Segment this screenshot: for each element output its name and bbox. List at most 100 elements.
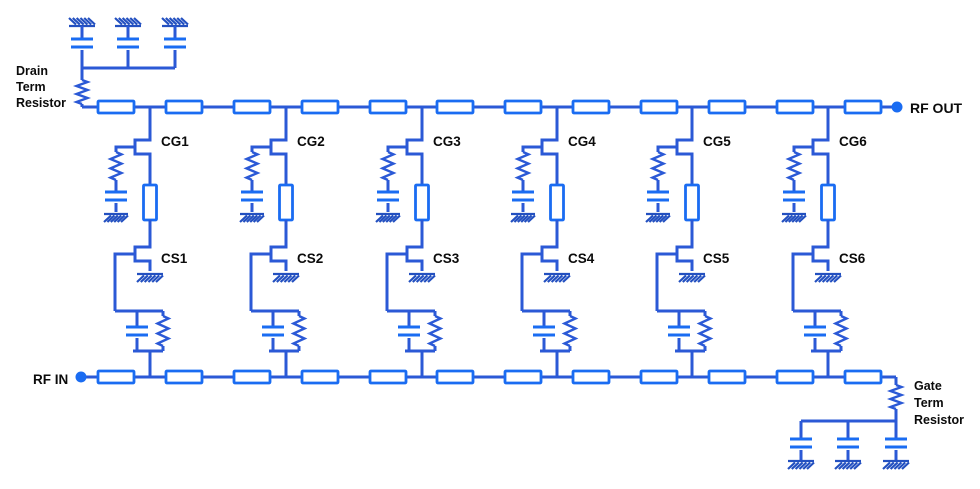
cg-bypass-capacitor bbox=[647, 190, 669, 202]
cs-transistor bbox=[269, 220, 288, 271]
cg-transistor bbox=[675, 107, 694, 185]
cg-gate-wire bbox=[521, 145, 542, 152]
drain-line-inductor bbox=[164, 99, 204, 115]
cg-transistor-label: CG1 bbox=[161, 134, 189, 149]
cs-transistor bbox=[540, 220, 559, 271]
cg-transistor-label: CG6 bbox=[839, 134, 867, 149]
gate-line-inductor bbox=[843, 369, 883, 385]
coupling-capacitor bbox=[668, 325, 690, 337]
decoupling-capacitor bbox=[790, 437, 812, 449]
coupling-capacitor bbox=[126, 325, 148, 337]
cg-transistor-label: CG4 bbox=[568, 134, 596, 149]
gate-line-inductor bbox=[164, 369, 204, 385]
ground-symbol bbox=[239, 212, 265, 223]
gate-shunt-resistor bbox=[154, 314, 172, 348]
gate-line-inductor bbox=[503, 369, 543, 385]
cs-transistor-label: CS4 bbox=[568, 251, 595, 266]
drain-termination bbox=[68, 17, 189, 107]
decoupling-capacitor bbox=[164, 37, 186, 49]
cs-gate-wire bbox=[249, 252, 271, 311]
schematic-labels: RF IN RF OUT Drain Term Resistor Gate Te… bbox=[16, 64, 964, 427]
ground-symbol bbox=[136, 272, 164, 283]
cs-gate-wire bbox=[520, 252, 542, 311]
drain-line-inductor bbox=[232, 99, 272, 115]
gate-line-inductor bbox=[707, 369, 747, 385]
ground-symbol bbox=[781, 212, 807, 223]
gate-shunt-resistor bbox=[832, 314, 850, 348]
cs-gate-wire bbox=[385, 252, 407, 311]
interstage-element bbox=[549, 183, 565, 222]
cg-bypass-capacitor bbox=[241, 190, 263, 202]
cg-bias-resistor bbox=[107, 150, 125, 182]
cg-gate-wire bbox=[250, 145, 271, 152]
drain-term-resistor-label: Drain Term Resistor bbox=[16, 64, 66, 110]
cg-gate-wire bbox=[386, 145, 407, 152]
ground-symbol bbox=[678, 272, 706, 283]
drain-line-inductor bbox=[571, 99, 611, 115]
ground-symbol bbox=[814, 272, 842, 283]
gate-line-inductor bbox=[571, 369, 611, 385]
interstage-element bbox=[278, 183, 294, 222]
drain-line-inductor bbox=[775, 99, 815, 115]
cs-transistor-label: CS5 bbox=[703, 251, 730, 266]
gate-line-inductor bbox=[96, 369, 136, 385]
drain-line-inductor bbox=[368, 99, 408, 115]
label-line: Term bbox=[16, 80, 46, 94]
cs-transistor-label: CS1 bbox=[161, 251, 188, 266]
rf-in-port-label: RF IN bbox=[33, 372, 68, 387]
ground-symbol bbox=[834, 459, 862, 470]
drain-line-inductor bbox=[503, 99, 543, 115]
cg-bypass-capacitor bbox=[105, 190, 127, 202]
ground-symbol bbox=[510, 212, 536, 223]
ground-symbol bbox=[103, 212, 129, 223]
rf-out-port-label: RF OUT bbox=[910, 100, 963, 116]
cg-bias-resistor bbox=[379, 150, 397, 182]
ground-symbol bbox=[272, 272, 300, 283]
ground-symbol bbox=[787, 459, 815, 470]
gate-shunt-resistor bbox=[426, 314, 444, 348]
cg-transistor bbox=[269, 107, 288, 185]
cs-transistor bbox=[133, 220, 152, 271]
ground-symbol bbox=[882, 459, 910, 470]
gate-shunt-resistor bbox=[290, 314, 308, 348]
cg-gate-wire bbox=[792, 145, 813, 152]
cg-transistor bbox=[133, 107, 152, 185]
ground-symbol bbox=[645, 212, 671, 223]
coupling-capacitor bbox=[533, 325, 555, 337]
drain-line-inductor bbox=[843, 99, 883, 115]
coupling-capacitor bbox=[262, 325, 284, 337]
label-line: Term bbox=[914, 396, 944, 410]
gate-line bbox=[75, 369, 896, 385]
drain-term-resistor bbox=[72, 78, 92, 106]
gate-line-inductor bbox=[775, 369, 815, 385]
label-line: Drain bbox=[16, 64, 48, 78]
drain-line-inductor bbox=[96, 99, 136, 115]
interstage-element bbox=[414, 183, 430, 222]
interstage-element bbox=[142, 183, 158, 222]
ground-symbol bbox=[161, 17, 189, 28]
gate-termination bbox=[787, 377, 910, 470]
cg-transistor-label: CG3 bbox=[433, 134, 461, 149]
decoupling-capacitor bbox=[837, 437, 859, 449]
ground-symbol bbox=[375, 212, 401, 223]
gate-line-inductor bbox=[639, 369, 679, 385]
cg-transistor-label: CG5 bbox=[703, 134, 731, 149]
cg-gate-wire bbox=[114, 145, 135, 152]
cg-bias-resistor bbox=[785, 150, 803, 182]
gate-term-resistor bbox=[886, 383, 906, 411]
cs-transistor-label: CS3 bbox=[433, 251, 460, 266]
cs-transistor-label: CS2 bbox=[297, 251, 323, 266]
gate-line-inductor bbox=[300, 369, 340, 385]
drain-line-inductor bbox=[639, 99, 679, 115]
gate-term-resistor-label: Gate Term Resistor bbox=[914, 379, 964, 427]
cg-transistor-label: CG2 bbox=[297, 134, 325, 149]
cg-bias-resistor bbox=[514, 150, 532, 182]
drain-line-inductor bbox=[707, 99, 747, 115]
ground-symbol bbox=[408, 272, 436, 283]
drain-line-inductor bbox=[435, 99, 475, 115]
ground-symbol bbox=[68, 17, 96, 28]
